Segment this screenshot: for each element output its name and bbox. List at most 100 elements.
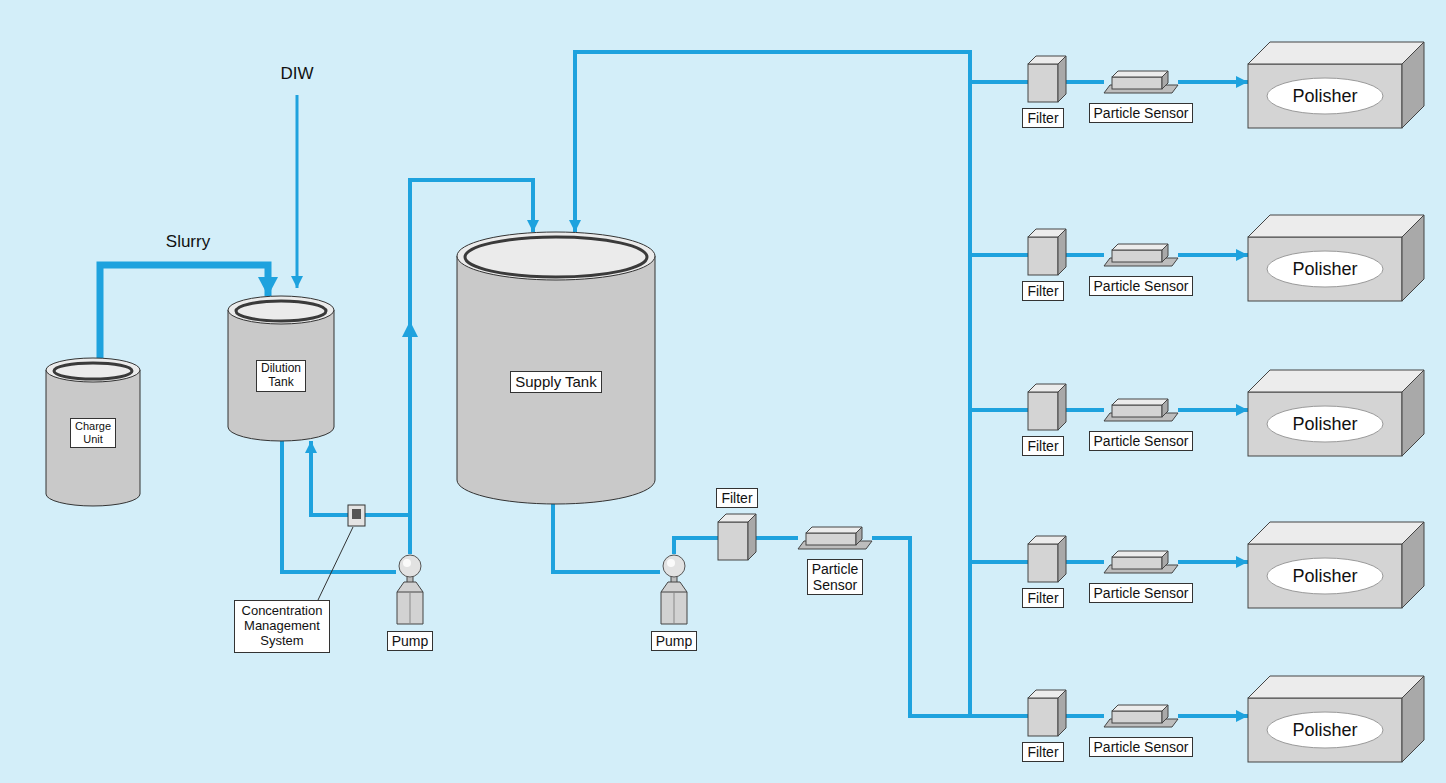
supply-tank: Supply Tank	[457, 232, 655, 504]
pipe-connector	[872, 538, 1028, 716]
filter-shape	[1028, 384, 1066, 430]
polisher-label-oval	[1267, 406, 1383, 442]
pipe-connector	[872, 538, 1028, 716]
pipe-connector	[756, 536, 798, 540]
pipe-connector	[1066, 253, 1104, 257]
source-label: DIW	[280, 64, 313, 84]
tank-top	[46, 358, 140, 382]
polisher-label: Polisher	[1292, 259, 1357, 280]
polisher-side	[1402, 370, 1424, 456]
filter-front	[718, 522, 748, 560]
pump-edge	[674, 592, 675, 624]
polisher-label-oval	[1267, 712, 1383, 748]
tank-label: Charge Unit	[70, 418, 116, 447]
tank-rim	[465, 237, 647, 277]
sensor-side	[1162, 71, 1168, 89]
pump-body	[397, 582, 423, 624]
concentration-sensor-device	[348, 505, 365, 526]
particle-sensor: Particle Sensor	[1104, 399, 1178, 421]
sensor-top	[1112, 244, 1168, 250]
filter-shape	[1028, 56, 1066, 102]
sensor-label: Particle Sensor	[807, 559, 864, 595]
pump-highlight	[403, 559, 411, 567]
pump: Pump	[660, 554, 688, 625]
polisher: Polisher	[1248, 215, 1424, 301]
tank-body	[228, 310, 334, 441]
polisher: Polisher	[1248, 370, 1424, 456]
filter-shape	[1028, 229, 1066, 275]
pump-head	[399, 555, 421, 577]
sensor-top	[1112, 71, 1168, 77]
particle-sensor: Particle Sensor	[1104, 551, 1178, 573]
pump-label: Pump	[387, 631, 434, 651]
filter-side	[1058, 690, 1066, 736]
polisher-label: Polisher	[1292, 414, 1357, 435]
filter-shape	[718, 514, 756, 560]
filter-label: Filter	[1022, 281, 1063, 301]
polisher-shape	[1248, 215, 1424, 301]
filter-front	[1028, 544, 1058, 582]
tank-label: Supply Tank	[510, 371, 601, 392]
filter-shape	[1028, 690, 1066, 736]
particle-sensor-shape	[1104, 705, 1178, 727]
polisher-front	[1248, 64, 1402, 128]
pipe-connector	[1066, 80, 1104, 84]
callout-label: Concentration Management System	[242, 604, 323, 649]
filter-side	[1058, 536, 1066, 582]
sensor-side	[1162, 244, 1168, 262]
callout-box: Concentration Management System	[234, 600, 331, 653]
filter-side	[1058, 56, 1066, 102]
polisher-front	[1248, 698, 1402, 762]
filter-front	[1028, 698, 1058, 736]
filter: Filter	[1028, 536, 1066, 582]
tank-top	[228, 296, 334, 324]
pump-body	[661, 582, 687, 624]
flow-arrow	[402, 321, 418, 337]
device-window	[352, 509, 361, 519]
leader-line	[318, 527, 353, 600]
particle-sensor-shape	[1104, 399, 1178, 421]
polisher-side	[1402, 522, 1424, 608]
sensor-label: Particle Sensor	[1089, 431, 1194, 451]
pump-head	[663, 555, 685, 577]
polisher: Polisher	[1248, 522, 1424, 608]
tank-body	[457, 256, 655, 504]
polisher: Polisher	[1248, 42, 1424, 128]
polisher-label: Polisher	[1292, 86, 1357, 107]
pump-highlight	[667, 559, 675, 567]
filter: Filter	[718, 514, 756, 560]
polisher-label-oval	[1267, 558, 1383, 594]
dilution-tank: Dilution Tank	[228, 296, 334, 441]
pump: Pump	[396, 554, 424, 625]
polisher-front	[1248, 544, 1402, 608]
filter-shape	[1028, 536, 1066, 582]
polisher-side	[1402, 42, 1424, 128]
polisher-shape	[1248, 370, 1424, 456]
filter-label: Filter	[716, 488, 757, 508]
supply-tank-shape	[457, 232, 655, 504]
filter-label: Filter	[1022, 436, 1063, 456]
sensor-label: Particle Sensor	[1089, 276, 1194, 296]
pipe-connector	[872, 82, 1028, 716]
edge-label: Slurry	[166, 232, 210, 252]
sensor-top	[806, 527, 862, 533]
pump-shape	[660, 554, 688, 625]
polisher-top	[1248, 215, 1424, 237]
pipe-connector	[872, 255, 1028, 716]
sensor-label: Particle Sensor	[1089, 737, 1194, 757]
filter-side	[748, 514, 756, 560]
filter-front	[1028, 392, 1058, 430]
filter: Filter	[1028, 229, 1066, 275]
sensor-front	[806, 533, 856, 545]
pipe-connector	[282, 441, 396, 572]
pipe-connector	[1178, 560, 1248, 564]
pipe-connector	[311, 441, 410, 554]
pipe-connector	[1178, 714, 1248, 718]
sensor-side	[1162, 551, 1168, 569]
pipe-connector	[1178, 80, 1248, 84]
sensor-front	[1112, 77, 1162, 89]
sensor-front	[1112, 711, 1162, 723]
sensor-label: Particle Sensor	[1089, 583, 1194, 603]
